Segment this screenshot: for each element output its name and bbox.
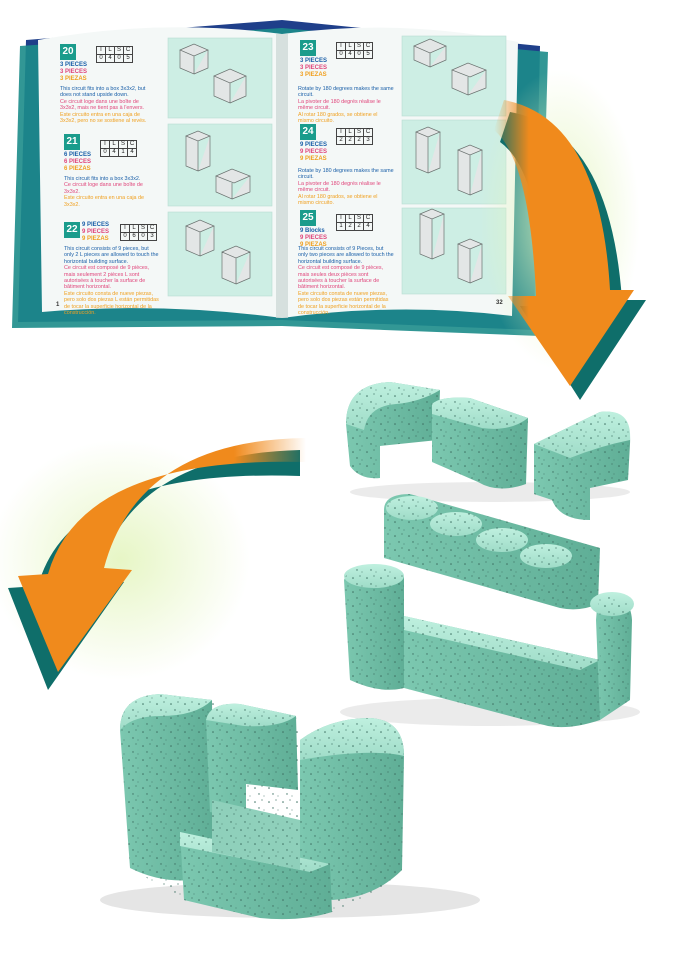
puzzle-description: Rotate by 180 degrees makes the same cir… bbox=[298, 168, 394, 207]
puzzle-description: This circuit consists of 9 Pieces, but o… bbox=[298, 246, 394, 317]
puzzle-piece-group-top bbox=[346, 382, 631, 520]
instruction-booklet bbox=[12, 20, 548, 336]
puzzle-number: 22 bbox=[64, 222, 80, 238]
puzzle-description: This circuit fits into a box 3x3x2. Ce c… bbox=[64, 176, 145, 208]
puzzle-description: This circuit consists of 9 pieces, but o… bbox=[64, 246, 159, 317]
page-turn-arrow-icon bbox=[480, 70, 646, 400]
booklet-spine-shadow bbox=[276, 34, 288, 318]
puzzle-piece-group-u-shape bbox=[340, 564, 640, 728]
puzzle-description: Rotate by 180 degrees makes the same cir… bbox=[298, 86, 394, 125]
puzzle-piece-group-middle bbox=[384, 494, 600, 610]
puzzle-number: 20 bbox=[60, 44, 76, 60]
puzzle-piece-labels: 9 PIECES 9 PIECES 9 PIEZAS bbox=[82, 222, 110, 242]
puzzle-piece-labels: 9 PIECES 9 PIECES 9 PIEZAS bbox=[300, 142, 328, 162]
puzzle-number: 21 bbox=[64, 134, 80, 150]
arrow2-body bbox=[18, 438, 306, 672]
assembly-arrow-icon bbox=[0, 438, 306, 690]
puzzle-diagrams bbox=[179, 38, 487, 285]
arrow1-body bbox=[494, 100, 634, 386]
assembled-puzzle-shape bbox=[100, 694, 480, 920]
puzzle-description: This circuit fits into a box 3x3x2, but … bbox=[60, 86, 147, 125]
puzzle-number: 24 bbox=[300, 124, 316, 140]
puzzle-number: 25 bbox=[300, 210, 316, 226]
puzzle-number: 23 bbox=[300, 40, 316, 56]
puzzle-piece-labels: 3 PIECES 3 PIECES 3 PIEZAS bbox=[60, 62, 88, 82]
puzzle-piece-labels: 6 PIECES 6 PIECES 6 PIEZAS bbox=[64, 152, 92, 172]
puzzle-piece-labels: 9 Blocks 9 PIECES 9 PIEZAS bbox=[300, 228, 328, 248]
puzzle-piece-labels: 3 PIECES 3 PIECES 3 PIEZAS bbox=[300, 58, 328, 78]
left-page-number: 1 bbox=[56, 302, 60, 308]
right-page-number: 32 bbox=[496, 300, 503, 306]
